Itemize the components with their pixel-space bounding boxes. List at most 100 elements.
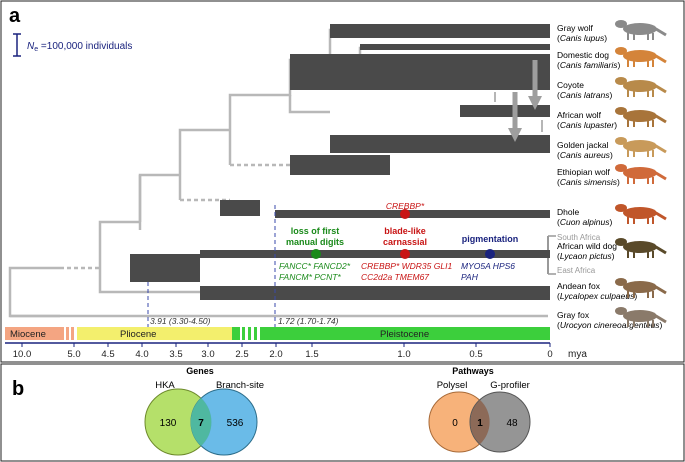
- species-animal-icon: [623, 23, 657, 35]
- species-common-name: Andean fox: [557, 281, 601, 291]
- trait-digits-title-2: manual digits: [286, 237, 344, 247]
- divergence-label-2: 1.72 (1.70-1.74): [278, 316, 339, 326]
- species-common-name: Ethiopian wolf: [557, 167, 611, 177]
- species-animal-tail: [655, 144, 667, 154]
- axis-tick-label: 5.0: [67, 349, 80, 360]
- venn-pathways-right-only: 48: [506, 418, 518, 429]
- species-latin-name: (Lycaon pictus): [557, 251, 615, 261]
- axis-tick-label: 1.5: [305, 349, 318, 360]
- species-common-name: Domestic dog: [557, 50, 609, 60]
- venn-pathways-left-label: Polysel: [437, 380, 468, 391]
- species-animal-icon: [623, 207, 657, 219]
- species-common-name: Coyote: [557, 80, 584, 90]
- species-common-name: African wild dog: [557, 241, 617, 251]
- trait-pigmentation-genes-2: PAH: [461, 272, 479, 282]
- axis-tick-label: 4.5: [101, 349, 114, 360]
- branch-gray-wolf: [330, 24, 550, 38]
- venn-genes-right-label: Branch-site: [216, 380, 264, 391]
- venn-genes-right-only: 536: [227, 418, 244, 429]
- axis-tick-label: 3.0: [201, 349, 214, 360]
- ne-scale-label: Ne =100,000 individuals: [27, 41, 132, 53]
- axis-tick-label: 2.0: [269, 349, 282, 360]
- trait-pigmentation: pigmentation MYO5A HPS6 PAH: [461, 234, 518, 282]
- species-animal-head: [615, 164, 627, 172]
- species-common-name: African wolf: [557, 110, 602, 120]
- axis-tick-label: 3.5: [169, 349, 182, 360]
- ne-scale-bar: Ne =100,000 individuals: [13, 33, 132, 57]
- species-animal-tail: [655, 54, 667, 64]
- venn-pathways: Pathways Polysel G-profiler 0 1 48: [428, 366, 531, 453]
- venn-genes-left-label: HKA: [155, 380, 175, 391]
- trait-digits-genes-2: FANCM* PCNT*: [279, 272, 341, 282]
- axis-tick-label: 10.0: [13, 349, 32, 360]
- species-animal-head: [615, 137, 627, 145]
- epoch-pliocene: [77, 327, 232, 340]
- venn-genes-left-only: 130: [160, 418, 177, 429]
- epoch-pleistocene-label: Pleistocene: [380, 329, 429, 340]
- species-labels: Gray wolf(Canis lupus) Domestic dog (Canis…: [557, 20, 667, 330]
- species-latin-name: (Canis lupus): [557, 33, 607, 43]
- venn-pathways-right-label: G-profiler: [490, 380, 530, 391]
- subpop-south-africa: South Africa: [557, 233, 601, 242]
- epoch-miocene: [5, 327, 60, 340]
- species-animal-icon: [623, 80, 657, 92]
- species-common-name: Dhole: [557, 207, 579, 217]
- species-animal-head: [615, 238, 627, 246]
- species-latin-name: (Canis lupaster): [557, 120, 617, 130]
- species-animal-icon: [623, 50, 657, 62]
- species-animal-icon: [623, 241, 657, 253]
- trait-digits: loss of first manual digits FANCC* FANCD…: [279, 226, 351, 282]
- species-animal-icon: [623, 310, 657, 322]
- subpop-east-africa: East Africa: [557, 266, 596, 275]
- axis-tick-label: 0.5: [469, 349, 482, 360]
- trait-carnassial-genes-2: CC2d2a TMEM67: [361, 272, 429, 282]
- venn-pathways-both: 1: [477, 418, 483, 429]
- axis-tick-label: 4.0: [135, 349, 148, 360]
- epoch-miocene-label: Miocene: [10, 329, 46, 340]
- divergence-label-1: 3.91 (3.30-4.50): [150, 316, 211, 326]
- species-animal-head: [615, 77, 627, 85]
- species-animal-tail: [655, 171, 667, 181]
- axis-tick-label: 2.5: [235, 349, 248, 360]
- axis-tick-label: 1.0: [397, 349, 410, 360]
- species-animal-head: [615, 278, 627, 286]
- venn-genes: Genes HKA Branch-site 130 7 536: [144, 366, 264, 456]
- venn-genes-title: Genes: [186, 366, 214, 376]
- venn-genes-both: 7: [198, 418, 204, 429]
- trait-digits-marker: [311, 249, 321, 259]
- species-common-name: Gray wolf: [557, 23, 594, 33]
- trait-carnassial-title-2: carnassial: [383, 237, 427, 247]
- venn-pathways-title: Pathways: [452, 366, 494, 376]
- branch-dhole-ancestor: [220, 200, 260, 216]
- panel-a-frame: [0, 0, 685, 363]
- species-animal-head: [615, 20, 627, 28]
- dhole-gene-marker: [400, 209, 410, 219]
- trait-carnassial-genes-1: CREBBP* WDR35 GLI1: [361, 261, 452, 271]
- trait-carnassial-marker: [400, 249, 410, 259]
- trait-pigmentation-genes-1: MYO5A HPS6: [461, 261, 515, 271]
- panel-b-label: b: [12, 378, 24, 400]
- ne-branches: [130, 24, 550, 300]
- species-animal-tail: [655, 285, 667, 295]
- branch-golden-jackal: [330, 135, 550, 153]
- species-animal-head: [615, 307, 627, 315]
- branch-ethiopian-wolf: [290, 155, 390, 175]
- gene-flow-arrows: [494, 60, 543, 142]
- species-latin-name: (Urocyon cinereoargenteus): [557, 320, 663, 330]
- trait-digits-genes-1: FANCC* FANCD2*: [279, 261, 351, 271]
- species-common-name: Gray fox: [557, 310, 590, 320]
- epoch-pliocene-label: Pliocene: [120, 329, 156, 340]
- trait-pigmentation-marker: [485, 249, 495, 259]
- panel-b-frame: [0, 363, 685, 462]
- species-animal-head: [615, 47, 627, 55]
- species-animal-tail: [655, 211, 667, 221]
- species-latin-name: (Lycalopex culpaeus): [557, 291, 637, 301]
- species-common-name: Golden jackal: [557, 140, 609, 150]
- trait-digits-title-1: loss of first: [291, 226, 340, 236]
- axis-tick-label: 0: [547, 349, 552, 360]
- species-animal-icon: [623, 110, 657, 122]
- venn-pathways-left-only: 0: [452, 418, 458, 429]
- branch-domestic-dog: [360, 44, 550, 50]
- species-latin-name: (Canis aureus): [557, 150, 613, 160]
